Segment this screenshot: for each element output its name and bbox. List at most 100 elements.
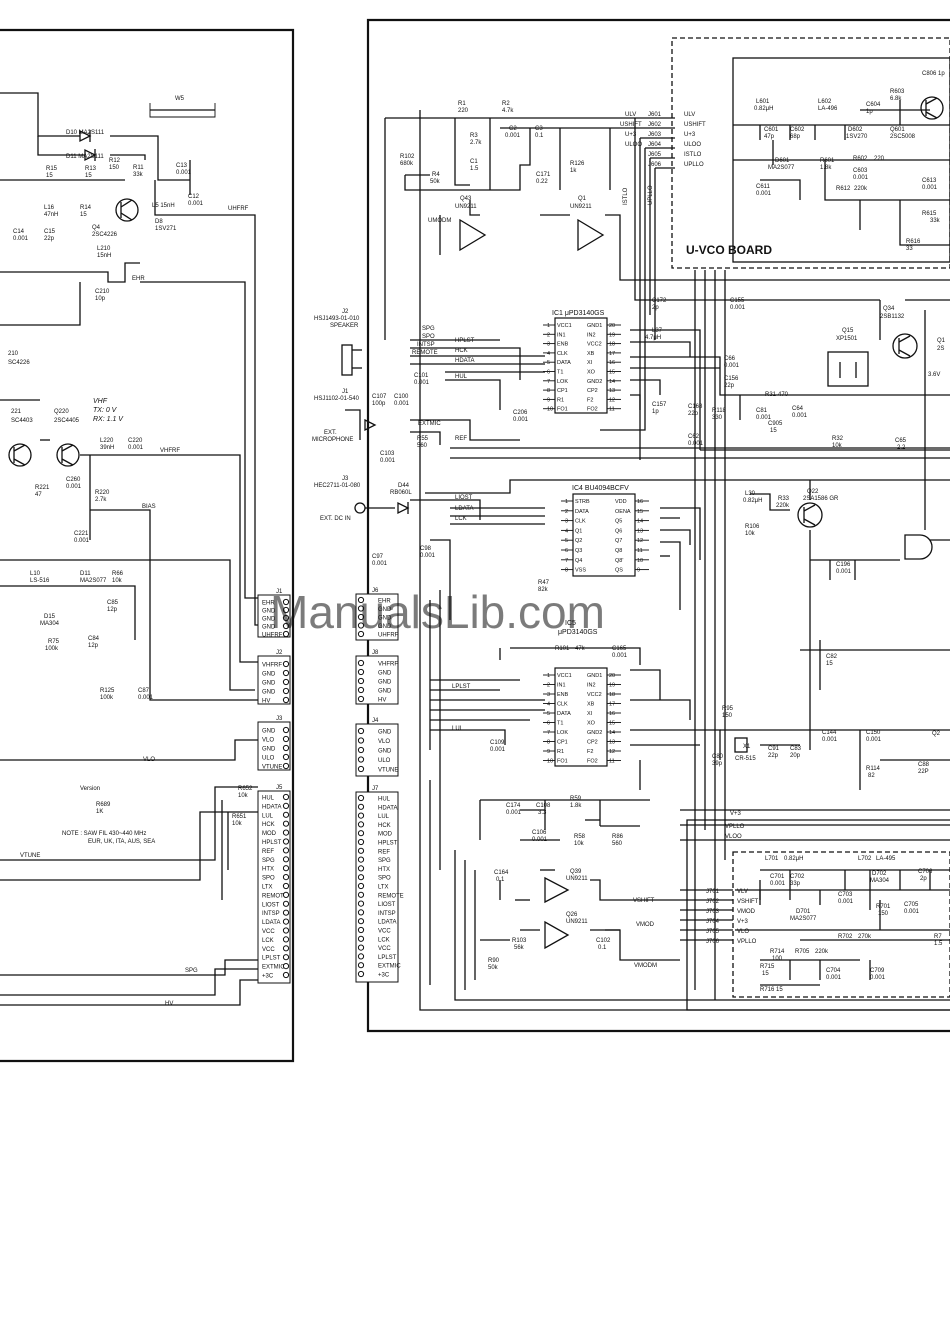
label-r31v: 470 bbox=[778, 392, 789, 398]
label-c1: C1 bbox=[470, 159, 478, 165]
label-c260: C260 bbox=[66, 477, 81, 483]
connector-j6-pin-4-label: GND bbox=[378, 624, 392, 630]
connector-j5-pin-13 bbox=[282, 900, 290, 907]
label-d8: D8 bbox=[155, 219, 163, 225]
label-c705v: 0.001 bbox=[904, 909, 920, 915]
ic5-pin-4-number: 4 bbox=[547, 702, 550, 708]
label-r13v: 15 bbox=[85, 173, 92, 179]
label-r11v: 33k bbox=[133, 172, 144, 178]
label-r652: R652 bbox=[238, 786, 253, 792]
connector-j3-pin-4 bbox=[282, 753, 290, 761]
label-r612v: 220k bbox=[854, 186, 868, 192]
label-r101: R101 bbox=[555, 646, 570, 652]
connector-j4-pin-4-label: ULO bbox=[378, 758, 391, 764]
right-labels: J2 HSJ1493-01-010 SPEAKER J1 HSJ1102-01-… bbox=[312, 71, 946, 993]
connector-j7-pin-15 bbox=[357, 918, 365, 925]
connector-j7-pin-8 bbox=[357, 856, 365, 863]
connector-j7-pin-9 bbox=[357, 865, 365, 872]
ic1-pin-r9-name: F2 bbox=[587, 397, 593, 403]
label-c80v: 39p bbox=[712, 761, 723, 767]
ic4-pin-r3-name: Q5 bbox=[615, 519, 622, 525]
label-r705: R705 bbox=[795, 949, 810, 955]
label-c107: C107 bbox=[372, 394, 387, 400]
ic4-pin-r3-number: 14 bbox=[637, 519, 643, 525]
label-c87v: 0.001 bbox=[138, 695, 154, 701]
label-r715v: 15 bbox=[762, 971, 769, 977]
label-j706: J706 bbox=[706, 939, 720, 945]
label-c109: C109 bbox=[490, 740, 505, 746]
label-c12: C12 bbox=[188, 194, 200, 200]
label-c3: C3 bbox=[535, 126, 543, 132]
label-vshift2: VSHIFT bbox=[737, 899, 759, 905]
connector-j7-pin-4-label: HCK bbox=[378, 823, 391, 829]
label-r601v: 1.8k bbox=[820, 165, 832, 171]
connector-j7-pin-7-label: REF bbox=[378, 849, 390, 855]
label-right-q1: Q1 bbox=[937, 338, 946, 344]
connector-j5-pin-16 bbox=[282, 927, 290, 934]
connector-j5-pin-3-label: LUL bbox=[262, 813, 274, 819]
connector-j7-pin-20-label: EXTMIC bbox=[378, 964, 401, 970]
label-c82: C82 bbox=[826, 654, 838, 660]
label-r102v: 680k bbox=[400, 161, 414, 167]
connector-j7-label: J7 bbox=[372, 786, 379, 792]
label-r4v: 50k bbox=[430, 179, 441, 185]
connector-j5-pin-9 bbox=[282, 865, 290, 872]
u-vco-internals bbox=[733, 100, 950, 246]
ic5-pin-7-number: 7 bbox=[547, 730, 550, 736]
label-d701v: MA2S077 bbox=[790, 916, 817, 922]
connector-j7-pin-20 bbox=[357, 962, 365, 969]
label-d10: D10 MA2S111 bbox=[66, 130, 105, 136]
left-panel-frame bbox=[0, 28, 295, 1063]
label-j705: J705 bbox=[706, 929, 720, 935]
label-ushift: USHIFT bbox=[620, 122, 642, 128]
label-c83: C83 bbox=[790, 746, 802, 752]
label-c102v: 0.1 bbox=[598, 945, 607, 951]
label-c85: C85 bbox=[107, 600, 119, 606]
ic5-pin-r2-number: 19 bbox=[609, 683, 615, 689]
label-vhfrf: VHFRF bbox=[160, 448, 180, 454]
label-j601: J601 bbox=[648, 112, 662, 118]
connector-j6-pin-1-label: EHR bbox=[378, 599, 391, 605]
connector-j8-pin-5-label: HV bbox=[378, 698, 386, 704]
ic5-pin-10-name: FO1 bbox=[557, 759, 568, 765]
label-j2b: SPEAKER bbox=[330, 323, 359, 329]
label-c155: C155 bbox=[730, 298, 745, 304]
ic5-pin-r2-name: IN2 bbox=[587, 683, 596, 689]
connector-j7-pin-3-label: LUL bbox=[378, 814, 390, 820]
ic5-pin-r9-name: F2 bbox=[587, 749, 593, 755]
label-r221v: 47 bbox=[35, 492, 42, 498]
ic4-pin-3-number: 3 bbox=[565, 519, 568, 525]
connector-j7-pin-5-label: MOD bbox=[378, 832, 393, 838]
connector-j5-pin-3 bbox=[282, 811, 290, 818]
label-r66v: 10k bbox=[112, 578, 123, 584]
ic4-pin-3-name: CLK bbox=[575, 519, 586, 525]
label-remote: REMOTE bbox=[412, 350, 438, 356]
label-r14: R14 bbox=[80, 205, 92, 211]
connector-j2-pin-4-label: GND bbox=[262, 690, 276, 696]
label-vhf: VHF bbox=[93, 398, 108, 405]
label-tx: TX: 0 V bbox=[93, 407, 118, 414]
connector-j7-pin-12 bbox=[357, 891, 365, 898]
connector-j4-pin-2 bbox=[357, 737, 365, 744]
label-c613v: 0.001 bbox=[922, 185, 938, 191]
connector-j7-pin-18-label: VCC bbox=[378, 946, 391, 952]
ic4-pin-2-name: DATA bbox=[575, 509, 589, 515]
label-l16: L16 bbox=[44, 205, 55, 211]
connector-j5-pin-15 bbox=[282, 918, 290, 925]
connector-j5-pin-12-label: REMOTE bbox=[262, 893, 288, 899]
label-d44: D44 bbox=[398, 483, 410, 489]
label-c611: C611 bbox=[756, 184, 771, 190]
connector-j4-pin-1-label: GND bbox=[378, 730, 392, 736]
label-r33v: 220k bbox=[776, 503, 790, 509]
ic4-pin-r1-number: 16 bbox=[637, 499, 643, 505]
connector-j7-pin-12-label: REMOTE bbox=[378, 893, 404, 899]
label-j602: J602 bbox=[648, 122, 662, 128]
connector-j4-pin-1 bbox=[357, 727, 365, 735]
label-d602: D602 bbox=[848, 127, 863, 133]
crystal-x1 bbox=[734, 737, 748, 753]
label-c91: C91 bbox=[768, 746, 780, 752]
label-q26: Q26 bbox=[566, 912, 578, 918]
label-r47v: 82k bbox=[538, 587, 549, 593]
